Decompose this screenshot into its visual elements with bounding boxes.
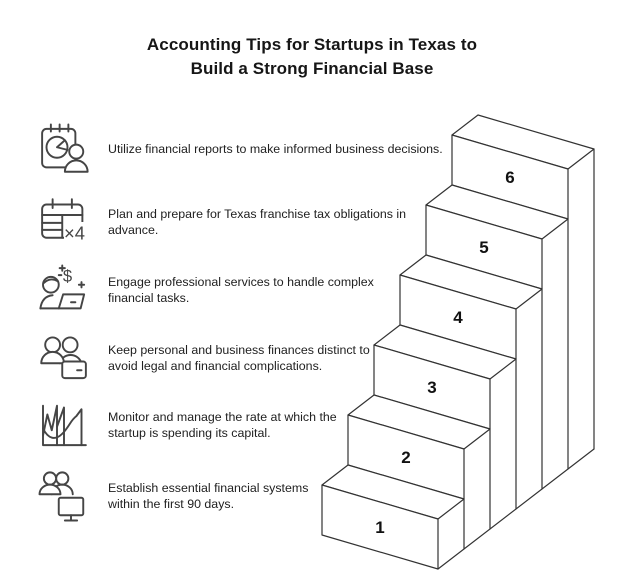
financial-systems-icon: [33, 468, 95, 524]
page-title-line2: Build a Strong Financial Base: [190, 59, 434, 79]
step-number-5: 5: [479, 238, 488, 257]
tip-row-5: Monitor and manage the rate at which the…: [33, 397, 503, 453]
staircase-diagram: 6 5 4 3 2 1: [321, 114, 595, 570]
tip-text-5: Monitor and manage the rate at which the…: [108, 409, 337, 440]
step-number-6: 6: [505, 168, 514, 187]
tip-text-3: Engage professional services to handle c…: [108, 274, 374, 305]
tip-row-3: $ Engage professional services to handle…: [33, 262, 503, 318]
page-title-line1: Accounting Tips for Startups in Texas to: [146, 35, 478, 54]
tip-text-6: Establish essential financial systems wi…: [108, 480, 309, 511]
tip-row-2: ×4 Plan and prepare for Texas franchise …: [33, 194, 503, 250]
page-title: Accounting Tips for Startups in Texas to…: [0, 33, 624, 81]
tip-row-4: Keep personal and business finances dist…: [33, 330, 503, 386]
staircase-side-wall: [437, 148, 595, 570]
tip-text-2: Plan and prepare for Texas franchise tax…: [108, 206, 407, 237]
professional-services-icon: $: [33, 262, 95, 318]
tip-text-4: Keep personal and business finances dist…: [108, 342, 370, 373]
step-number-4: 4: [453, 308, 463, 327]
report-person-icon: [33, 121, 95, 177]
step-number-2: 2: [401, 448, 410, 467]
separate-finances-icon: [33, 330, 95, 386]
step-number-3: 3: [427, 378, 436, 397]
staircase-step-3: 3: [373, 324, 517, 430]
tip-text-1: Utilize financial reports to make inform…: [108, 141, 443, 156]
step-number-1: 1: [375, 518, 384, 537]
franchise-tax-calendar-icon: ×4: [33, 194, 95, 250]
tip-row-6: Establish essential financial systems wi…: [33, 468, 503, 524]
staircase-step-1: 1: [321, 464, 465, 570]
dollar-glyph: $: [63, 266, 72, 285]
burn-rate-chart-icon: [33, 397, 95, 453]
tip-row-1: Utilize financial reports to make inform…: [33, 121, 503, 177]
calendar-badge-text: ×4: [64, 223, 85, 244]
